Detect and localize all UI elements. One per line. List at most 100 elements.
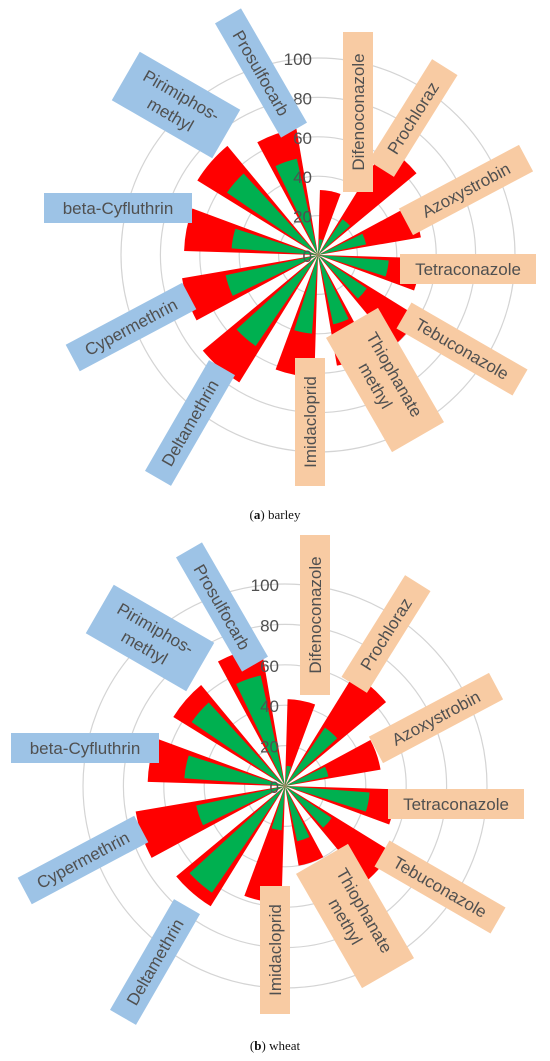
tick-label-100: 100 — [251, 576, 279, 595]
category-label-box — [176, 542, 268, 672]
category-label-text: Tetraconazole — [403, 795, 509, 814]
bar-red-0 — [285, 699, 316, 786]
category-label-box — [145, 360, 235, 486]
bar-green-5 — [285, 786, 310, 842]
category-label-text: beta-Cyfluthrin — [63, 199, 174, 218]
bar-red-9 — [147, 738, 285, 786]
grid-ring — [238, 175, 398, 335]
category-label-box — [11, 733, 159, 763]
bar-red-2 — [285, 740, 381, 786]
tick-label-20: 20 — [260, 738, 279, 757]
tick-label-0: 0 — [270, 778, 279, 797]
tick-label-40: 40 — [260, 697, 279, 716]
bar-green-4 — [318, 255, 367, 299]
tick-labels: 0 20 40 60 80 100 — [251, 576, 279, 797]
category-label-box — [44, 193, 192, 223]
bar-green-3 — [285, 786, 370, 812]
category-label-8: Cypermethrin — [65, 282, 197, 372]
bars — [135, 646, 397, 907]
category-label-10: Pirimiphos-methyl — [85, 584, 215, 692]
bar-red-2 — [318, 205, 421, 255]
bar-red-3 — [318, 255, 421, 291]
category-label-text: Azoxystrobin — [419, 159, 514, 221]
tick-label-80: 80 — [260, 616, 279, 635]
bar-green-10 — [191, 702, 285, 786]
category-label-box — [17, 815, 149, 905]
bar-green-1 — [318, 219, 351, 255]
category-label-text: Difenoconazole — [306, 556, 325, 673]
bar-green-9 — [184, 755, 285, 786]
bar-green-3 — [318, 255, 389, 277]
bar-red-8 — [182, 255, 318, 321]
category-label-text: Tebuconazole — [412, 315, 512, 384]
category-label-text: beta-Cyfluthrin — [30, 739, 141, 758]
category-label-3: Tetraconazole — [388, 789, 524, 819]
category-label-box — [110, 899, 200, 1025]
bar-green-8 — [196, 786, 285, 826]
category-label-6: Imidacloprid — [260, 886, 290, 1014]
bar-green-6 — [294, 255, 318, 334]
tick-label-60: 60 — [260, 657, 279, 676]
bar-green-9 — [231, 228, 318, 255]
tick-label-20: 20 — [293, 208, 312, 227]
tick-label-0: 0 — [303, 247, 312, 266]
category-label-box — [341, 575, 431, 693]
category-label-box — [296, 843, 414, 989]
category-label-9: beta-Cyfluthrin — [44, 193, 192, 223]
category-label-text: Cypermethrin — [34, 828, 133, 893]
category-label-6: Imidacloprid — [295, 358, 325, 486]
bar-red-6 — [275, 255, 318, 378]
category-label-text: Prosulfocarb — [229, 27, 293, 119]
category-label-box — [396, 302, 528, 396]
category-label-box — [65, 282, 197, 372]
tick-label-60: 60 — [293, 129, 312, 148]
category-label-3: Tetraconazole — [400, 254, 536, 284]
category-label-10: Pirimiphos-methyl — [111, 51, 241, 159]
category-label-box — [388, 789, 524, 819]
category-label-text: Imidacloprid — [266, 904, 285, 996]
tick-label-80: 80 — [293, 89, 312, 108]
bar-red-6 — [244, 786, 285, 904]
bar-red-9 — [184, 208, 318, 255]
bar-green-7 — [189, 786, 285, 893]
category-label-box — [111, 51, 241, 159]
bar-green-5 — [318, 255, 349, 325]
category-label-box — [374, 840, 506, 934]
bar-green-11 — [275, 158, 318, 255]
category-label-box — [300, 535, 330, 695]
category-label-box — [85, 584, 215, 692]
bar-green-0 — [285, 765, 292, 786]
category-label-text: Deltamethrin — [158, 377, 223, 470]
tick-label-40: 40 — [293, 168, 312, 187]
caption-wheat: (b) wheat — [249, 1038, 301, 1053]
bar-green-8 — [225, 255, 318, 296]
category-label-box — [368, 59, 458, 177]
category-label-1: Prochloraz — [368, 59, 458, 177]
bar-green-4 — [285, 786, 332, 828]
category-label-text: Deltamethrin — [123, 916, 188, 1009]
category-label-0: Difenoconazole — [300, 535, 330, 695]
category-label-7: Deltamethrin — [145, 360, 235, 486]
category-label-box — [400, 254, 536, 284]
bar-red-11 — [257, 128, 318, 255]
category-label-text: Difenoconazole — [349, 53, 368, 170]
bar-red-8 — [135, 786, 285, 858]
tick-label-100: 100 — [284, 50, 312, 69]
bar-green-7 — [236, 255, 318, 347]
category-label-box — [260, 886, 290, 1014]
bar-green-2 — [318, 233, 367, 255]
category-label-text: Cypermethrin — [82, 295, 181, 360]
bar-green-11 — [236, 675, 285, 786]
category-label-4: Tebuconazole — [374, 840, 506, 934]
category-label-box — [215, 8, 307, 138]
grid-ring — [278, 215, 359, 296]
category-label-text: Azoxystrobin — [389, 687, 484, 749]
category-label-box — [343, 32, 373, 192]
bars — [182, 128, 421, 383]
category-label-0: Difenoconazole — [343, 32, 373, 192]
